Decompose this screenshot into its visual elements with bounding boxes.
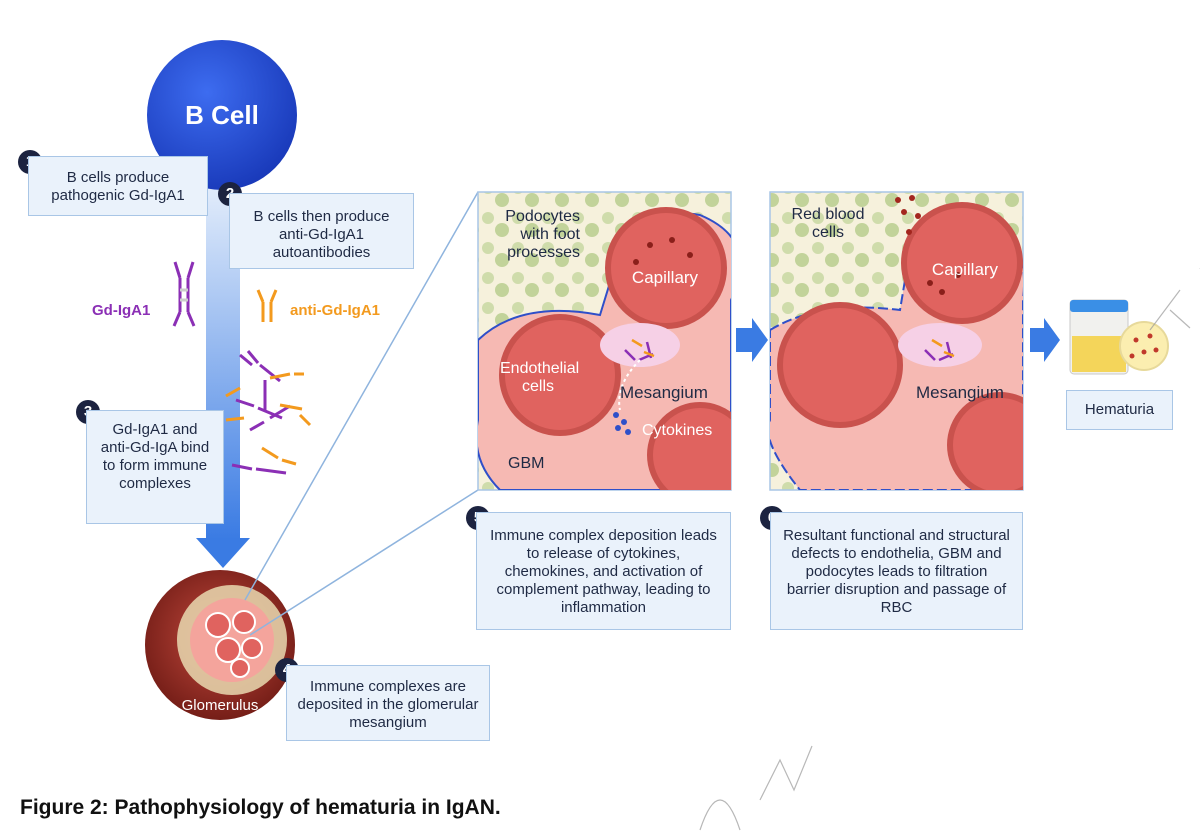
panel-barrier-disruption bbox=[769, 191, 1024, 491]
arrow-right-icon-2 bbox=[1030, 318, 1060, 362]
endothelial-label: Endothelial cells bbox=[500, 360, 580, 395]
step-5-box: Immune complex deposition leads to relea… bbox=[476, 512, 731, 630]
glomerulus-icon bbox=[145, 570, 295, 720]
hematuria-box: Hematuria bbox=[1066, 390, 1173, 430]
anti-gd-iga1-label: anti-Gd-IgA1 bbox=[290, 302, 380, 319]
mesangium-label-1: Mesangium bbox=[620, 383, 708, 402]
watermark bbox=[699, 268, 1200, 831]
step-2-box: B cells then produce anti-Gd-IgA1 autoan… bbox=[229, 193, 414, 269]
b-cell bbox=[147, 40, 297, 190]
capillary-label-1: Capillary bbox=[631, 268, 699, 287]
step-6-box: Resultant functional and structural defe… bbox=[770, 512, 1023, 630]
step-4-box: Immune complexes are deposited in the gl… bbox=[286, 665, 490, 741]
immune-complexes-icon bbox=[225, 350, 312, 475]
arrow-right-icon bbox=[736, 318, 768, 362]
red-blood-cells-label: Red blood cells bbox=[791, 206, 865, 241]
urine-sample-icon bbox=[1069, 299, 1169, 375]
gbm-label: GBM bbox=[508, 455, 545, 472]
step-3-box: Gd-IgA1 and anti-Gd-IgA bind to form imm… bbox=[86, 410, 224, 524]
capillary-label-2: Capillary bbox=[931, 260, 999, 279]
step-1-text: B cells produce pathogenic Gd-IgA1 bbox=[51, 169, 185, 204]
step-1-box: B cells produce pathogenic Gd-IgA1 bbox=[28, 156, 208, 216]
step-3-text: Gd-IgA1 and anti-Gd-IgA bind to form imm… bbox=[100, 421, 210, 492]
step-6-text: Resultant functional and structural defe… bbox=[783, 527, 1010, 616]
cytokines-label: Cytokines bbox=[642, 422, 713, 439]
panel-inflammation bbox=[477, 191, 732, 491]
hematuria-label: Hematuria bbox=[1084, 401, 1155, 418]
zoom-line-top bbox=[244, 191, 479, 601]
mesangium-label-2: Mesangium bbox=[916, 383, 1004, 402]
step-4-text: Immune complexes are deposited in the gl… bbox=[297, 678, 479, 731]
podocytes-label: Podocytes with foot processes bbox=[505, 208, 580, 261]
glomerulus-label: Glomerulus bbox=[181, 697, 259, 714]
gd-iga1-label: Gd-IgA1 bbox=[92, 302, 151, 319]
step-5-text: Immune complex deposition leads to relea… bbox=[490, 527, 717, 616]
b-cell-label: B Cell bbox=[185, 100, 259, 130]
gd-iga1-icon bbox=[172, 261, 196, 327]
figure-caption: Figure 2: Pathophysiology of hematuria i… bbox=[20, 796, 501, 819]
anti-gd-iga1-icon bbox=[256, 289, 278, 322]
step-2-text: B cells then produce anti-Gd-IgA1 autoan… bbox=[253, 208, 390, 261]
zoom-line-bottom bbox=[249, 489, 479, 636]
